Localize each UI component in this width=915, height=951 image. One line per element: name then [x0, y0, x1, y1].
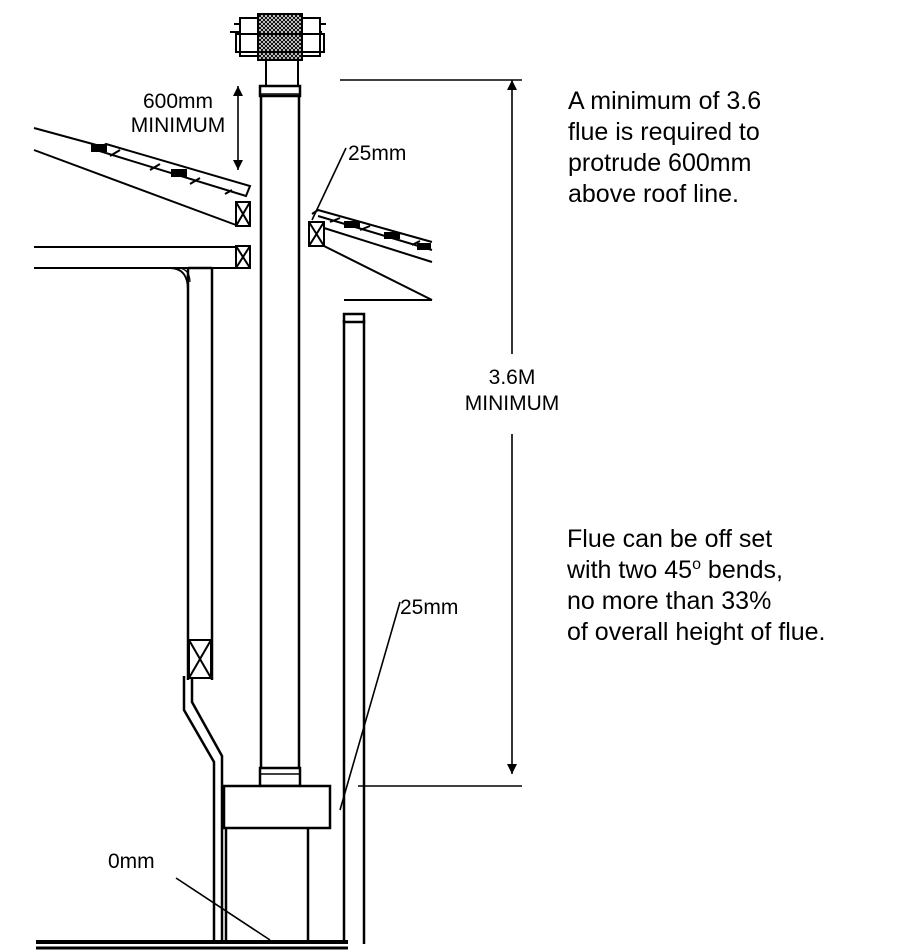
note-bottom-line-3: no more than 33% [567, 587, 772, 615]
note-offset-bends: Flue can be off set with two 45o bends, … [567, 524, 826, 648]
appliance [222, 784, 332, 944]
note-bottom-line-2-end: bends, [700, 556, 783, 584]
note-top-line-1: A minimum of 3.6 [568, 87, 762, 115]
note-top-line-3: protrude 600mm [568, 149, 752, 177]
note-minimum-height: A minimum of 3.6 flue is required to pro… [568, 86, 761, 210]
note-bottom-line-2-start: with two 45 [567, 556, 693, 584]
right-wall [342, 312, 366, 944]
leader-lines [175, 147, 401, 941]
right-roof-spacer [308, 221, 325, 247]
note-bottom-line-2: with two 45o bends, [567, 555, 826, 586]
note-bottom-line-1: Flue can be off set [567, 525, 773, 553]
label-3-6m-minimum: MINIMUM [465, 392, 559, 415]
floor-hearth [36, 940, 348, 950]
dimension-3-6m [340, 79, 522, 787]
label-600mm-minimum: MINIMUM [131, 114, 225, 137]
note-top-line-2: flue is required to [568, 118, 760, 146]
left-wall [182, 266, 224, 944]
flue-pipe [258, 84, 302, 788]
label-3-6m: 3.6M [489, 366, 536, 389]
note-bottom-line-4: of overall height of flue. [567, 618, 826, 646]
label-600mm: 600mm [143, 90, 213, 113]
degree-superscript: o [692, 556, 701, 573]
label-roof-gap-25mm: 25mm [348, 142, 406, 165]
label-floor-gap-0mm: 0mm [108, 850, 155, 873]
right-roof [311, 208, 433, 301]
left-roof [33, 127, 252, 291]
left-wall-spacer [188, 639, 212, 679]
note-top-line-4: above roof line. [568, 180, 739, 208]
flue-cowl [230, 13, 326, 88]
label-wall-gap-25mm: 25mm [400, 596, 458, 619]
left-roof-spacers [235, 201, 251, 269]
